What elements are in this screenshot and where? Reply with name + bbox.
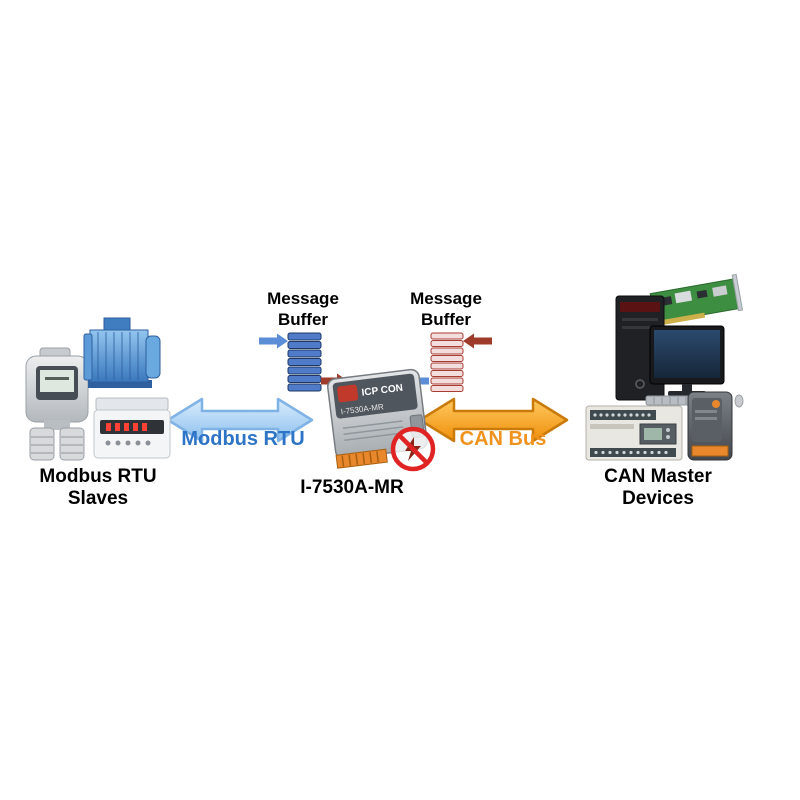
modbus-bus-arrow (166, 397, 314, 443)
message-buffer-label-left: Message Buffer (267, 289, 339, 330)
buffer-right-in-arrow (463, 333, 492, 349)
can-module-device (687, 391, 733, 461)
caption-modbus-slaves: Modbus RTU Slaves (39, 466, 157, 509)
pci-card (649, 273, 744, 325)
message-buffer-label-right: Message Buffer (410, 289, 482, 330)
electric-motor (83, 317, 161, 388)
plc-controller (585, 405, 683, 461)
modbus-bus-label: Modbus RTU (181, 428, 305, 450)
weighing-scale (93, 397, 171, 459)
converter-brand-text: ICP CON (361, 383, 404, 399)
message-buffer-right-stack (430, 332, 464, 392)
message-buffer-left-stack (287, 332, 322, 392)
pc-mouse (734, 394, 744, 408)
converter-module: ICP CON I-7530A-MR (326, 368, 428, 469)
buffer-left-in-arrow (259, 333, 288, 349)
can-bus-label: CAN Bus (459, 428, 547, 450)
pressure-transmitter (25, 347, 89, 461)
isolation-no-spark-icon (390, 426, 436, 472)
pc-monitor (649, 325, 725, 396)
can-bus-arrow (418, 397, 569, 443)
caption-converter-model: I-7530A-MR (300, 477, 404, 498)
caption-can-masters: CAN Master Devices (604, 466, 712, 509)
